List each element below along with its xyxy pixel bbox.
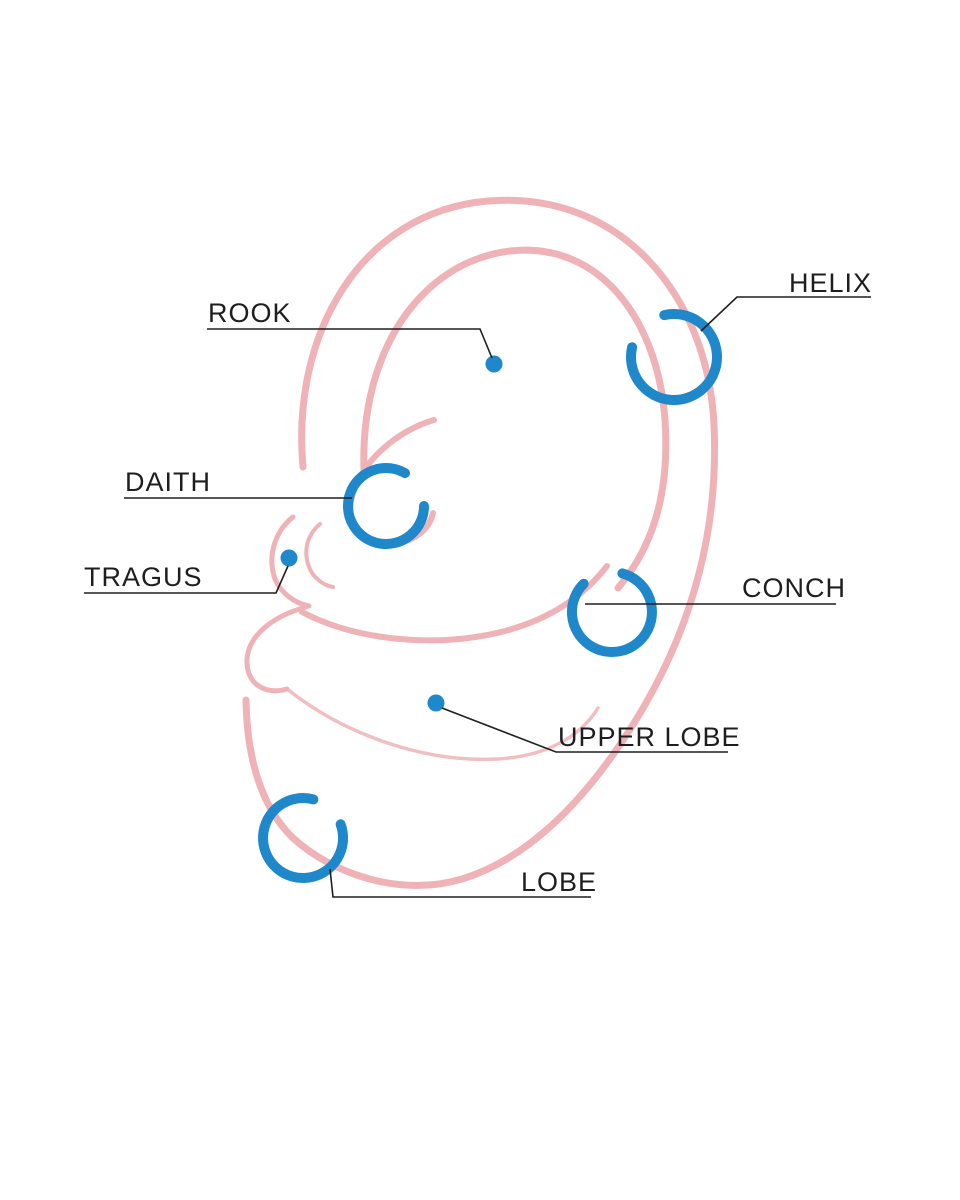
ear-illustration (242, 196, 719, 889)
rook-leader-line (207, 328, 493, 359)
label-rook: ROOK (208, 298, 292, 328)
piercing-labels: HELIX ROOK DAITH TRAGUS CONCH UPPER LOBE… (84, 268, 872, 897)
lobe-leader-line (329, 868, 591, 898)
label-helix: HELIX (789, 268, 872, 298)
label-upper-lobe: UPPER LOBE (558, 722, 741, 752)
ear-tragus-outer (269, 514, 312, 609)
upper-lobe-dot (427, 694, 445, 712)
ear-tragus-inner (304, 522, 335, 589)
lobe-ring (258, 793, 348, 884)
ear-concha-curve (299, 563, 610, 644)
conch-ring (566, 568, 657, 658)
tragus-leader-line (84, 565, 289, 594)
label-lobe: LOBE (521, 867, 597, 897)
ear-intertragic-notch (244, 604, 309, 694)
upper-lobe-leader-line (441, 707, 728, 753)
tragus-dot (280, 549, 298, 567)
label-daith: DAITH (125, 467, 211, 497)
helix-leader-line (700, 296, 871, 332)
leader-lines (84, 296, 871, 898)
rook-dot (485, 355, 503, 373)
label-conch: CONCH (742, 573, 846, 603)
piercing-markers (258, 309, 722, 884)
ear-inner-helix (360, 246, 670, 592)
helix-ring (626, 309, 722, 405)
label-tragus: TRAGUS (84, 562, 203, 592)
daith-ring (343, 463, 429, 549)
ear-antitragus-crease (285, 687, 600, 762)
ear-outer-contour (242, 196, 719, 889)
